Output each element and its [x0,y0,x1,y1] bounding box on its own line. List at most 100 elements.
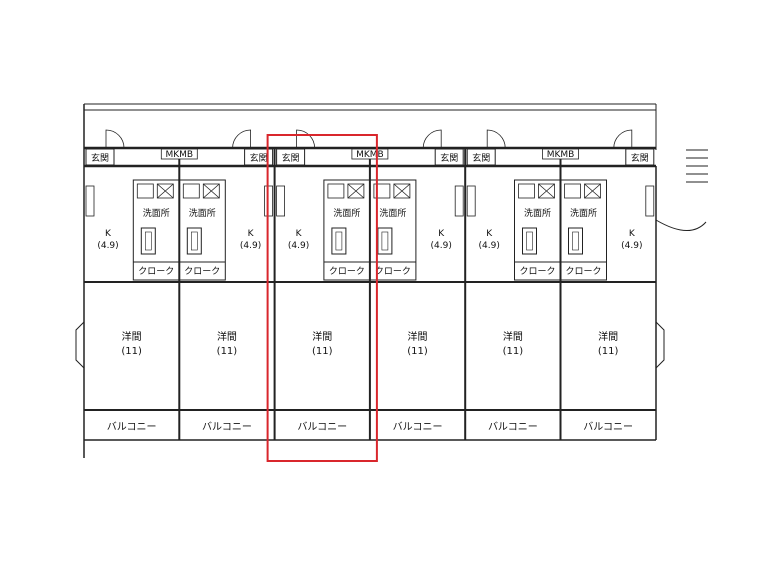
cross-line [347,183,365,199]
balcony-label: バルコニー [107,421,157,433]
balcony-label: バルコニー [202,421,252,433]
closet-label: クローク [565,266,601,277]
kitchen-label: K [296,229,303,239]
balcony-label: バルコニー [297,421,347,433]
bathtub-icon [186,227,202,255]
kitchen-label: K [438,229,445,239]
bathtub-icon [522,227,537,255]
room-label: 洋間 [122,330,142,343]
kitchen-counter [645,185,655,217]
washbasin-icon [538,183,555,199]
balcony-label: バルコニー [583,421,633,433]
door-swing [422,129,442,149]
kitchen-label: K [486,229,493,239]
kitchen-size: (4.9) [431,241,452,251]
mb-box [542,148,579,160]
entrance-box [625,148,655,166]
washroom-label: 洗面所 [379,207,406,219]
washbasin-icon [393,183,411,199]
closet-label: クローク [375,266,411,277]
bathtub-inner [526,231,533,251]
closet-label: クローク [184,266,220,277]
mb-box [160,148,198,160]
door-swing [486,129,506,149]
bathtub-inner [381,231,389,251]
door-swing [232,129,251,149]
balcony-label: バルコニー [393,421,443,433]
entrance-label: 玄関 [282,152,300,164]
entrance-box [434,148,464,166]
cross-line [157,183,174,199]
kitchen-counter [264,185,274,217]
room-size: (11) [598,346,619,357]
toilet-icon [564,183,581,199]
entrance-label: 玄関 [91,152,109,164]
bathtub-icon [140,227,156,255]
highlight-layer [266,134,378,462]
cross-line [203,183,220,199]
bathtub-icon [331,227,347,255]
toilet-icon [136,183,154,199]
room-label: 洋間 [503,330,523,343]
cross-line [584,183,601,199]
room-size: (11) [121,346,142,357]
room-label: 洋間 [408,330,428,343]
bathtub-inner [572,231,579,251]
wet-core [132,179,180,281]
room-label: 洋間 [598,330,618,343]
kitchen-counter [276,185,286,217]
washroom-label: 洗面所 [189,207,216,219]
toilet-icon [327,183,345,199]
toilet-icon [182,183,200,199]
kitchen-size: (4.9) [288,241,309,251]
entrance-label: 玄関 [631,152,649,164]
toilet-icon [518,183,535,199]
room-size: (11) [407,346,428,357]
wet-core [323,179,371,281]
kitchen-size: (4.9) [240,241,261,251]
washroom-label: 洗面所 [524,207,551,219]
entrance-box [85,148,115,166]
kitchen-label: K [629,229,636,239]
mb-box [351,148,389,160]
mb-label: MKMB [165,150,193,160]
washroom-label: 洗面所 [333,207,360,219]
kitchen-label: K [248,229,255,239]
wet-core [514,179,561,281]
bathtub-inner [335,231,343,251]
bathtub-icon [568,227,583,255]
wet-core [178,179,226,281]
kitchen-counter [466,185,476,217]
mb-label: MKMB [356,150,384,160]
room-size: (11) [503,346,524,357]
kitchen-label: K [105,229,112,239]
entrance-box [466,148,496,166]
entrance-label: 玄関 [440,152,458,164]
washroom-label: 洗面所 [570,207,597,219]
kitchen-size: (4.9) [479,241,500,251]
washbasin-icon [202,183,220,199]
closet-label: クローク [138,266,174,277]
cross-line [393,183,411,199]
toilet-icon [373,183,391,199]
washbasin-icon [156,183,174,199]
wet-core [560,179,607,281]
room-label: 洋間 [217,330,237,343]
closet-label: クローク [519,266,555,277]
wet-core [369,179,417,281]
kitchen-size: (4.9) [621,241,642,251]
bathtub-inner [191,231,198,251]
door-swing [105,129,125,149]
entrance-label: 玄関 [472,152,490,164]
kitchen-counter [85,185,95,217]
entrance-box [244,148,274,166]
kitchen-size: (4.9) [97,241,118,251]
